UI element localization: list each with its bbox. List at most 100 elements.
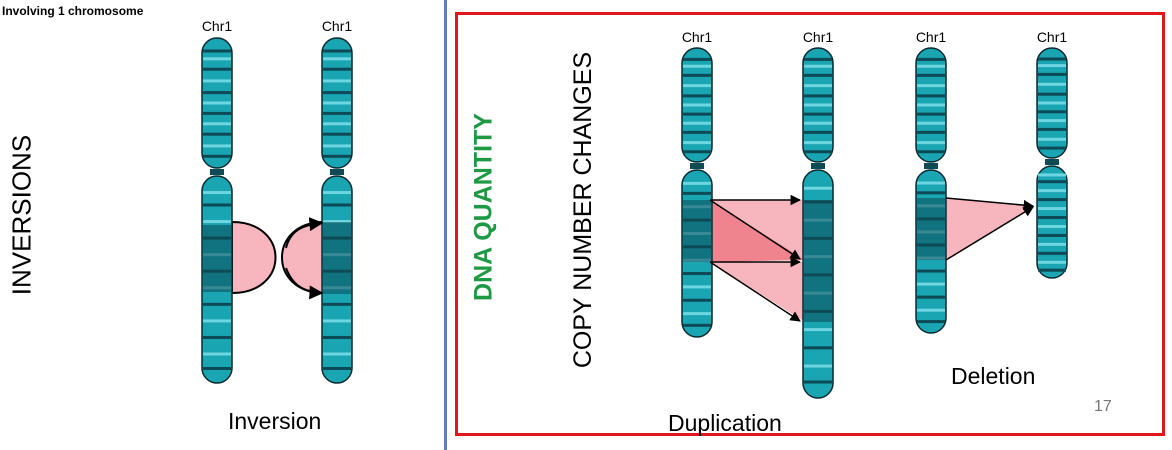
- chromosome-deletion-left-p-band: [917, 73, 945, 77]
- chromosome-duplication-right-p-band: [804, 130, 832, 134]
- chromosome-duplication-left-q-band: [683, 191, 711, 195]
- deletion-arrow-1: [945, 197, 1035, 211]
- chromosome-inversion-right-q-band: [323, 352, 351, 356]
- chromosome-inversion-right-centromere-core: [330, 169, 344, 175]
- chromosome-deletion-right-centromere: [1037, 154, 1067, 170]
- chromosome-deletion-left-q-band: [917, 308, 945, 312]
- chromosome-deletion-right-p-band: [1038, 92, 1066, 96]
- chromosome-duplication-right-dark-region: [804, 200, 832, 322]
- chromosome-inversion-left-p-band: [203, 57, 231, 61]
- chromosome-inversion-left-p-band: [203, 101, 231, 105]
- chromosome-deletion-right-q-band: [1038, 260, 1066, 264]
- chromosome-deletion-right-p-band: [1038, 119, 1066, 123]
- chromosome-duplication-right-p-band: [804, 121, 832, 125]
- chromosome-duplication-right-p-band: [804, 73, 832, 77]
- chromosome-duplication-left-p-band: [683, 94, 711, 98]
- deletion-region: [946, 198, 1035, 260]
- chromosome-inversion-right-p-band: [323, 132, 351, 136]
- chromosome-deletion-right: [1036, 47, 1068, 279]
- chromosome-duplication-right-p-band: [804, 103, 832, 107]
- chromosome-deletion-right-q-band: [1038, 224, 1066, 228]
- chromosome-inversion-left-q-band: [203, 352, 231, 356]
- chromosome-deletion-right-p-band: [1038, 127, 1066, 131]
- chromosome-inversion-left-q-band: [203, 367, 231, 371]
- chromosome-deletion-right-q-band: [1038, 251, 1066, 255]
- caption-inversion: Inversion: [228, 408, 322, 434]
- chromosome-deletion-right-q-band: [1038, 180, 1066, 184]
- chromosome-duplication-left-p-band: [683, 57, 711, 61]
- chromosome-inversion-right-q-band: [323, 335, 351, 339]
- chromosome-duplication-left-p-band: [683, 64, 711, 68]
- chromosome-deletion-left-q-band: [917, 282, 945, 286]
- chromosome-duplication-left-p-band: [683, 73, 711, 77]
- chromosome-deletion-left-q-band: [917, 269, 945, 273]
- chromosome-deletion-right-centromere-core: [1045, 159, 1059, 165]
- chromosome-deletion-right-q-band: [1038, 242, 1066, 246]
- chromosome-deletion-right-p-band: [1038, 64, 1066, 68]
- chromosome-deletion-right-p-band: [1038, 57, 1066, 61]
- inversion-arrow-top: [285, 217, 324, 249]
- chromosome-duplication-right-p-band: [804, 94, 832, 98]
- chromosome-duplication-left-centromere: [682, 158, 712, 174]
- chromosome-inversion-right-p-band: [323, 91, 351, 95]
- chromosome-duplication-right-q-band: [804, 380, 832, 384]
- chromosome-inversion-left-q-band: [203, 220, 231, 224]
- chromosome-inversion-left-p-band: [203, 91, 231, 95]
- chromosome-duplication-right-p-band: [804, 112, 832, 116]
- caption-duplication: Duplication: [668, 410, 782, 436]
- chromosome-inversion-right-q-band: [323, 319, 351, 323]
- chromosome-deletion-left-dark-region: [917, 198, 945, 260]
- chromosome-deletion-left-p-band: [917, 94, 945, 98]
- chromosome-duplication-left-dark-region: [683, 200, 711, 262]
- chromosome-inversion-right-p-band: [323, 111, 351, 115]
- chromosome-deletion-right-p-band: [1038, 146, 1066, 150]
- chromosome-deletion-right-q-band: [1038, 173, 1066, 177]
- chromosome-inversion-right-p-band: [323, 154, 351, 158]
- chromosome-deletion-right-q-band: [1038, 216, 1066, 220]
- chromosome-inversion-left: [201, 37, 233, 384]
- chromosome-duplication-right-q-band: [804, 328, 832, 332]
- chromosome-duplication-right-p-band: [804, 150, 832, 154]
- chromosome-deletion-right-q-arm: [1036, 165, 1068, 279]
- chromosome-deletion-left-q-band: [917, 191, 945, 195]
- chromosome-duplication-right-q-band: [804, 186, 832, 190]
- chromosome-inversion-left-dark-region: [203, 225, 231, 292]
- chr-label-deletion-left: Chr1: [916, 29, 947, 45]
- chromosome-duplication-left-p-band: [683, 141, 711, 145]
- chromosome-inversion-left-p-band: [203, 67, 231, 71]
- chromosome-duplication-left-q-band: [683, 272, 711, 276]
- chromosome-duplication-left-p-band: [683, 112, 711, 116]
- chromosome-inversion-left-q-band: [203, 191, 231, 195]
- chromosome-deletion-left-p-band: [917, 130, 945, 134]
- chromosome-deletion-left-centromere-core: [924, 163, 938, 169]
- chromosome-inversion-right-p-band: [323, 144, 351, 148]
- chromosome-deletion-left-p-band: [917, 57, 945, 61]
- chromosome-deletion-left-q-band: [917, 320, 945, 324]
- chromosome-inversion-right-p-band: [323, 49, 351, 53]
- chromosome-duplication-left-q-band: [683, 298, 711, 302]
- chromosome-inversion-right-q-band: [323, 302, 351, 306]
- chromosome-inversion-left-q-band: [203, 335, 231, 339]
- chromosome-deletion-left-p-band: [917, 121, 945, 125]
- duplication-arrow-2: [709, 199, 801, 260]
- chromosome-deletion-left: [915, 47, 947, 334]
- deletion-arrow-2: [945, 206, 1034, 261]
- chromosome-deletion-left-p-band: [917, 103, 945, 107]
- chromosome-duplication-left-p-band: [683, 130, 711, 134]
- slide-number: 17: [1094, 398, 1112, 415]
- chromosome-inversion-right-p-band: [323, 57, 351, 61]
- chromosome-duplication-right-q-band: [804, 364, 832, 368]
- chromosome-duplication-right-p-band: [804, 57, 832, 61]
- chromosome-duplication-right-q-band: [804, 346, 832, 350]
- chromosome-inversion-right: [321, 37, 353, 384]
- chromosome-deletion-right-q-band: [1038, 233, 1066, 237]
- chromosome-deletion-left-p-band: [917, 112, 945, 116]
- chromosome-inversion-right-centromere: [322, 164, 352, 180]
- chromosome-duplication-right-centromere: [803, 158, 833, 174]
- chromosome-deletion-right-p-band: [1038, 137, 1066, 141]
- chromosome-duplication-left-q-band: [683, 312, 711, 316]
- chromosome-inversion-right-q-band: [323, 367, 351, 371]
- chromosome-duplication-right: [802, 47, 834, 399]
- chromosome-deletion-right-p-band: [1038, 72, 1066, 76]
- chromosome-deletion-left-p-band: [917, 84, 945, 88]
